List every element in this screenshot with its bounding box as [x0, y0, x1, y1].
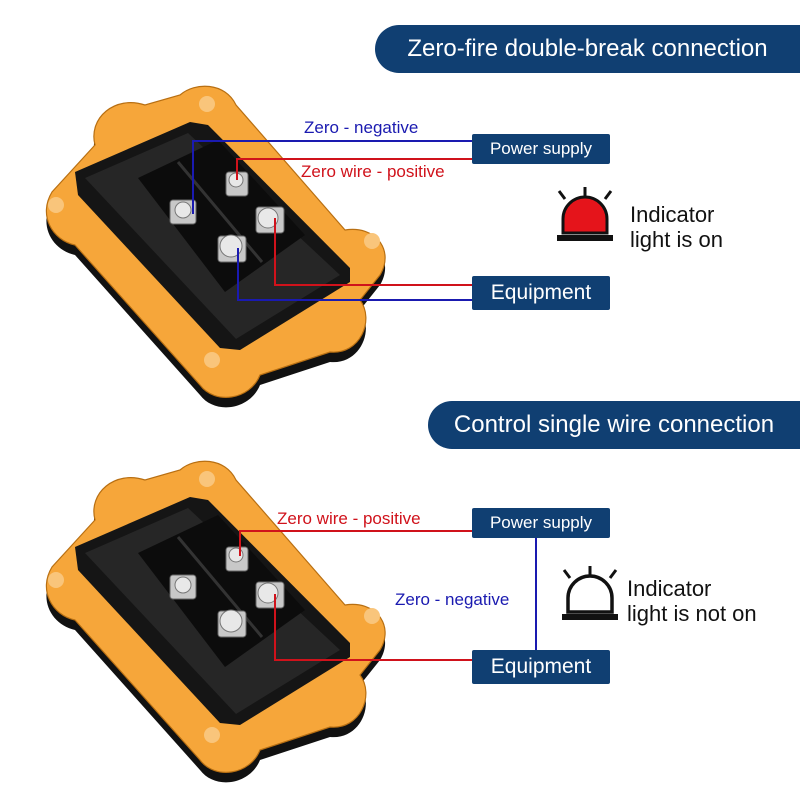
power-supply-box-bottom: Power supply [472, 508, 610, 538]
label-zero-positive-bottom: Zero wire - positive [277, 509, 421, 528]
wire-equipment-negative-top [237, 248, 472, 301]
wiring-bottom [239, 530, 537, 661]
equipment-box-top: Equipment [472, 276, 610, 310]
alarm-light-on-icon [555, 185, 615, 243]
label-zero-negative-top: Zero - negative [304, 118, 419, 137]
indicator-line1-bottom: Indicator [627, 576, 712, 601]
label-zero-positive-top: Zero wire - positive [301, 162, 445, 181]
indicator-text-top: Indicator light is on [630, 202, 723, 252]
power-supply-box-top: Power supply [472, 134, 610, 164]
wire-equipment-positive-bottom [274, 594, 472, 661]
wire-zero-positive-bottom [239, 530, 472, 556]
section-title-single-wire: Control single wire connection [428, 401, 800, 449]
label-zero-negative-bottom: Zero - negative [395, 590, 510, 609]
equipment-box-bottom: Equipment [472, 650, 610, 684]
indicator-line2-top: light is on [630, 227, 723, 252]
wire-zero-positive-top [236, 158, 472, 180]
wire-zero-negative-top [192, 140, 472, 214]
alarm-light-off-icon [560, 564, 620, 622]
wiring-top [192, 140, 472, 301]
indicator-text-bottom: Indicator light is not on [627, 576, 757, 626]
section-title-double-break: Zero-fire double-break connection [375, 25, 800, 73]
indicator-line2-bottom: light is not on [627, 601, 757, 626]
wire-equipment-positive-top [274, 218, 472, 286]
indicator-line1-top: Indicator [630, 202, 715, 227]
